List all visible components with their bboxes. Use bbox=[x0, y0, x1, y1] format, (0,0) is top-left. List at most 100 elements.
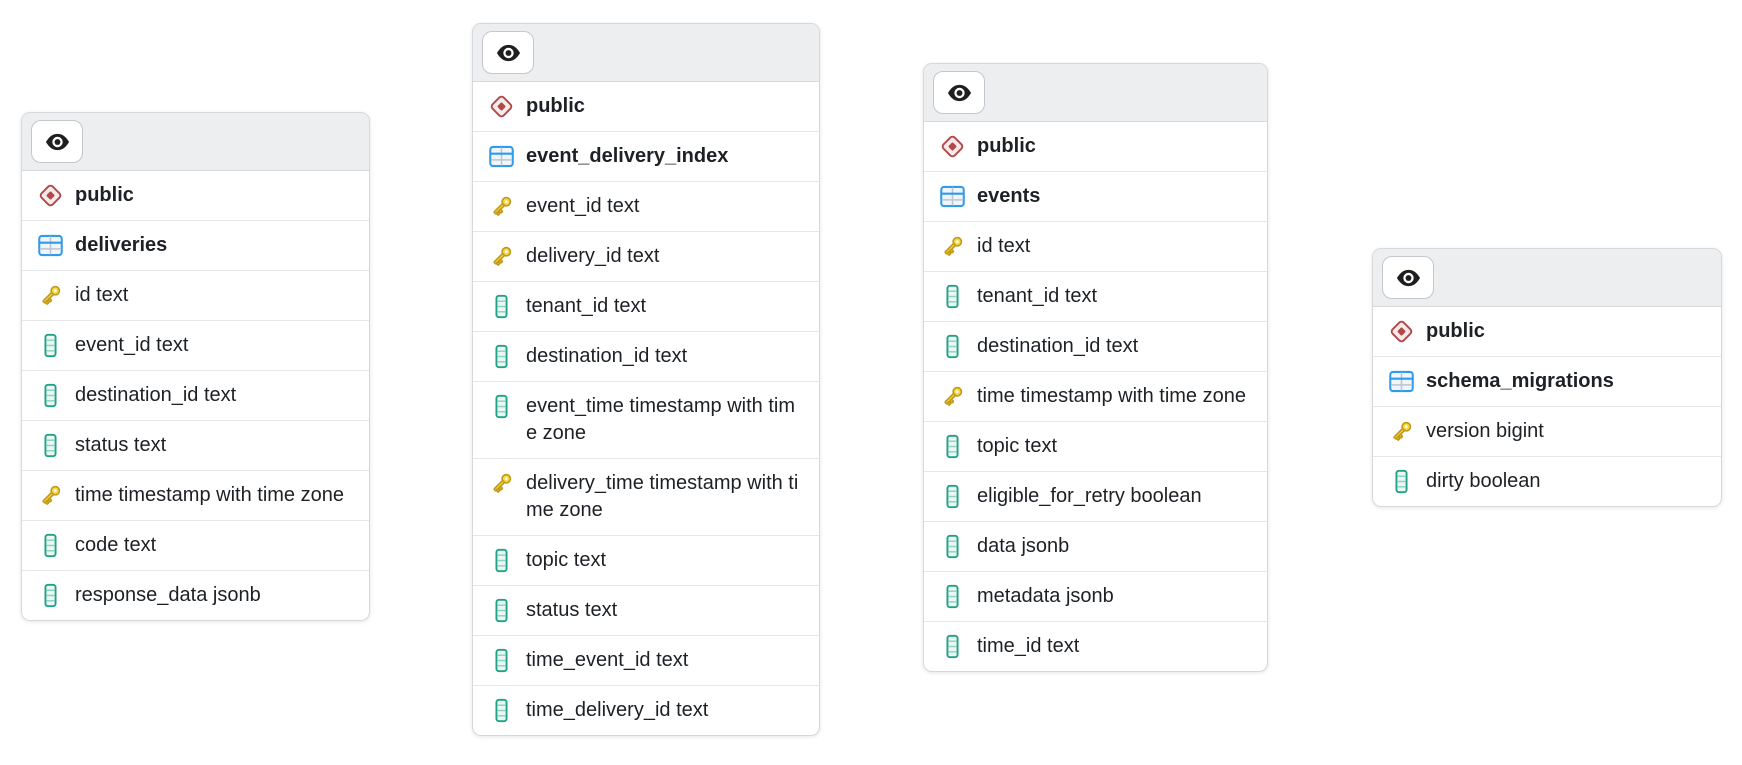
column-icon bbox=[37, 532, 64, 559]
visibility-toggle-button[interactable] bbox=[1382, 256, 1434, 299]
column-row: destination_id text bbox=[924, 322, 1267, 372]
column-row: delivery_id text bbox=[473, 232, 819, 282]
column-label: delivery_id text bbox=[526, 245, 660, 267]
column-row: status text bbox=[473, 586, 819, 636]
column-row: time_delivery_id text bbox=[473, 686, 819, 735]
column-label: version bigint bbox=[1426, 420, 1544, 442]
table-grid-icon bbox=[488, 143, 515, 170]
column-row: topic text bbox=[924, 422, 1267, 472]
schema-label: public bbox=[526, 95, 585, 117]
key-icon bbox=[488, 470, 515, 497]
column-icon bbox=[939, 583, 966, 610]
schema-diamond-icon bbox=[1388, 318, 1415, 345]
table-name-row: events bbox=[924, 172, 1267, 222]
table-grid-icon bbox=[1388, 368, 1415, 395]
column-label: eligible_for_retry boolean bbox=[977, 485, 1202, 507]
column-label: code text bbox=[75, 534, 157, 556]
column-label: id text bbox=[977, 235, 1031, 257]
card-header bbox=[22, 113, 369, 171]
schema-diamond-icon bbox=[488, 93, 515, 120]
column-list: event_id text delivery_id text tenant_id… bbox=[473, 182, 819, 735]
card-header bbox=[1373, 249, 1721, 307]
column-row: time_id text bbox=[924, 622, 1267, 671]
key-icon bbox=[37, 482, 64, 509]
visibility-toggle-button[interactable] bbox=[482, 31, 534, 74]
column-icon bbox=[939, 333, 966, 360]
column-label: delivery_time timestamp with time zone bbox=[526, 472, 799, 521]
column-icon bbox=[939, 633, 966, 660]
key-icon bbox=[1388, 418, 1415, 445]
column-label: time_event_id text bbox=[526, 649, 689, 671]
schema-label: public bbox=[1426, 320, 1485, 342]
column-label: data jsonb bbox=[977, 535, 1070, 557]
key-icon bbox=[488, 193, 515, 220]
column-list: id text tenant_id text destination_id te… bbox=[924, 222, 1267, 671]
key-icon bbox=[939, 233, 966, 260]
column-label: id text bbox=[75, 284, 129, 306]
column-icon bbox=[37, 582, 64, 609]
column-row: destination_id text bbox=[473, 332, 819, 382]
column-label: time_id text bbox=[977, 635, 1080, 657]
column-icon bbox=[37, 382, 64, 409]
column-label: topic text bbox=[977, 435, 1058, 457]
table-name-row: schema_migrations bbox=[1373, 357, 1721, 407]
column-label: tenant_id text bbox=[977, 285, 1098, 307]
card-header bbox=[473, 24, 819, 82]
eye-icon bbox=[44, 128, 71, 155]
column-label: destination_id text bbox=[977, 335, 1139, 357]
column-row: event_time timestamp with time zone bbox=[473, 382, 819, 459]
table-card[interactable]: public schema_migrations version bigint bbox=[1372, 248, 1722, 507]
column-icon bbox=[488, 547, 515, 574]
schema-row: public bbox=[473, 82, 819, 132]
visibility-toggle-button[interactable] bbox=[31, 120, 83, 163]
column-icon bbox=[488, 393, 515, 420]
key-icon bbox=[488, 243, 515, 270]
column-row: time_event_id text bbox=[473, 636, 819, 686]
eye-icon bbox=[1395, 264, 1422, 291]
column-label: event_id text bbox=[526, 195, 640, 217]
table-name-label: event_delivery_index bbox=[526, 145, 729, 167]
column-label: time timestamp with time zone bbox=[75, 484, 344, 506]
column-label: topic text bbox=[526, 549, 607, 571]
column-row: destination_id text bbox=[22, 371, 369, 421]
column-icon bbox=[939, 533, 966, 560]
column-label: event_time timestamp with time zone bbox=[526, 395, 795, 444]
table-name-label: deliveries bbox=[75, 234, 168, 256]
column-row: topic text bbox=[473, 536, 819, 586]
column-label: response_data jsonb bbox=[75, 584, 261, 606]
column-row: id text bbox=[924, 222, 1267, 272]
schema-diamond-icon bbox=[37, 182, 64, 209]
table-name-label: schema_migrations bbox=[1426, 370, 1614, 392]
table-card[interactable]: public deliveries id text bbox=[21, 112, 370, 621]
table-grid-icon bbox=[37, 232, 64, 259]
column-list: version bigint dirty boolean bbox=[1373, 407, 1721, 506]
column-row: data jsonb bbox=[924, 522, 1267, 572]
column-row: event_id text bbox=[473, 182, 819, 232]
table-card[interactable]: public event_delivery_index event_id tex… bbox=[472, 23, 820, 736]
column-icon bbox=[488, 343, 515, 370]
column-row: metadata jsonb bbox=[924, 572, 1267, 622]
schema-diamond-icon bbox=[939, 133, 966, 160]
column-label: dirty boolean bbox=[1426, 470, 1541, 492]
column-row: id text bbox=[22, 271, 369, 321]
column-icon bbox=[488, 597, 515, 624]
column-row: eligible_for_retry boolean bbox=[924, 472, 1267, 522]
key-icon bbox=[37, 282, 64, 309]
column-icon bbox=[939, 283, 966, 310]
eye-icon bbox=[946, 79, 973, 106]
column-icon bbox=[488, 697, 515, 724]
table-name-row: event_delivery_index bbox=[473, 132, 819, 182]
schema-row: public bbox=[22, 171, 369, 221]
column-icon bbox=[37, 432, 64, 459]
schema-row: public bbox=[924, 122, 1267, 172]
column-label: status text bbox=[526, 599, 618, 621]
column-row: event_id text bbox=[22, 321, 369, 371]
table-name-label: events bbox=[977, 185, 1041, 207]
column-label: destination_id text bbox=[526, 345, 688, 367]
visibility-toggle-button[interactable] bbox=[933, 71, 985, 114]
table-card[interactable]: public events id text bbox=[923, 63, 1268, 672]
column-label: event_id text bbox=[75, 334, 189, 356]
column-icon bbox=[939, 483, 966, 510]
column-list: id text event_id text destination_id tex… bbox=[22, 271, 369, 620]
